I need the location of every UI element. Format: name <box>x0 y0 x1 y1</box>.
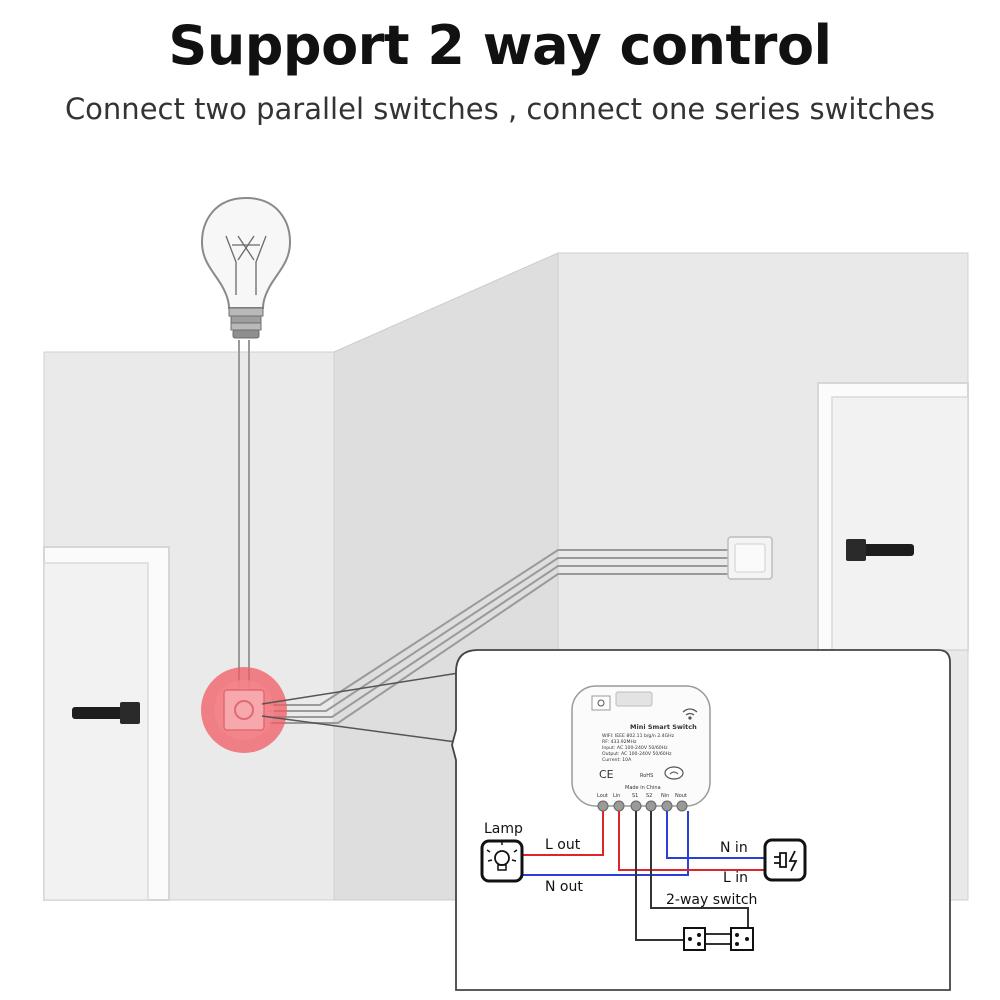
terminal-label: Nin <box>661 793 669 799</box>
terminal-label: S2 <box>646 793 652 799</box>
device-spec-line: Current: 10A <box>602 757 632 763</box>
wire-label-l-in: L in <box>723 870 748 886</box>
device-spec-line: WIFI: IEEE 802.11 b/g/n 2.4GHz <box>602 733 675 739</box>
wifi-badge-icon <box>664 766 684 780</box>
left-door <box>43 546 170 901</box>
light-bulb-icon <box>200 196 292 339</box>
power-plug-icon <box>763 838 807 882</box>
rohs-label: RoHS <box>640 773 653 779</box>
light-icon <box>597 699 605 707</box>
page-subtitle: Connect two parallel switches , connect … <box>64 92 936 126</box>
terminal-labels: Lout Lin S1 S2 Nin Nout <box>597 793 687 799</box>
device-spec-line: Input: AC 100-240V 50/60Hz <box>602 745 668 751</box>
wire-label-n-out: N out <box>545 879 583 895</box>
terminal-label: Lin <box>613 793 620 799</box>
wall-wires <box>238 340 728 724</box>
ce-mark: CE <box>599 768 614 781</box>
callout-pointer <box>261 671 466 743</box>
wall-switch-icon <box>727 536 773 580</box>
wifi-icon <box>682 708 698 720</box>
door-handle-icon <box>846 539 914 561</box>
device-name: Mini Smart Switch <box>630 723 697 731</box>
two-way-switch-label: 2-way switch <box>666 892 757 908</box>
highlight-marker <box>201 667 287 753</box>
right-door <box>817 382 969 651</box>
lamp-label: Lamp <box>484 821 523 837</box>
terminal-label: Lout <box>597 793 608 799</box>
wiring-lines <box>522 811 765 945</box>
device-spec-line: RF: 433.92MHz <box>602 739 637 745</box>
wire-label-l-out: L out <box>545 837 581 853</box>
lamp-icon <box>480 839 524 883</box>
wire-label-n-in: N in <box>720 840 748 856</box>
terminal-label: S1 <box>632 793 638 799</box>
mini-smart-switch: Mini Smart Switch WIFI: IEEE 802.11 b/g/… <box>571 685 711 812</box>
terminal-screws <box>597 800 688 812</box>
switch-icon <box>730 927 754 951</box>
device-spec-line: Output: AC 100-240V 50/60Hz <box>602 751 672 757</box>
page-title: Support 2 way control <box>168 14 832 77</box>
switch-icon <box>683 927 706 951</box>
terminal-label: Nout <box>675 793 687 799</box>
origin-label: Made in China <box>625 785 661 791</box>
door-handle-icon <box>72 702 140 724</box>
